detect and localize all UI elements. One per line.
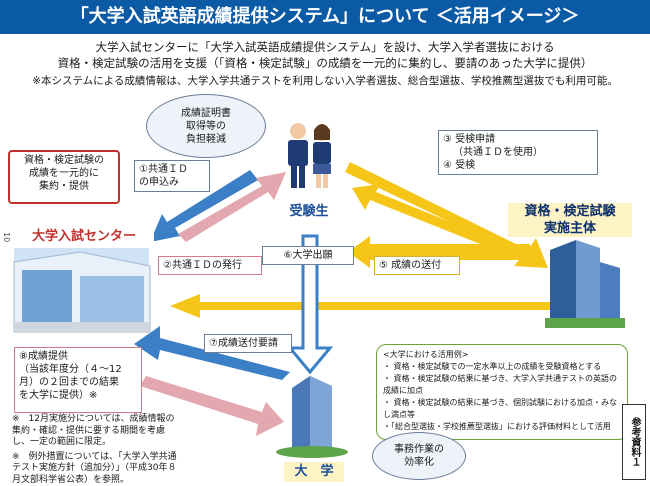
university-building [276,376,348,458]
university-label: 大 学 [284,462,344,482]
step5-label: ⑤ 成績の送付 [374,256,460,275]
step3-4-label: ③ 受検申請 （共通ＩＤを使用） ④ 受検 [438,130,598,175]
step8-box: ⑧成績提供 （当該年度分（４～12 月）の２回までの結果 を大学に提供）※ [14,347,142,413]
usage-item: ・ 資格・検定試験での一定水準以上の成績を受験資格とする [383,361,621,373]
usage-heading: <大学における活用例> [383,349,621,361]
usage-examples-box: <大学における活用例> ・ 資格・検定試験での一定水準以上の成績を受験資格とする… [376,344,628,440]
center-label: 大学入試センター [14,226,154,248]
step6-label: ⑥大学出願 [262,246,354,265]
yellow-arrow-5-center [170,294,560,318]
step2-label: ②共通ＩＤの発行 [158,256,262,275]
bubble-efficiency: 事務作業の 効率化 [372,432,466,480]
testing-body-building [545,240,625,328]
footnote-2: ※ 例外措置については、「大学入学共通テスト実施方針（追加分）」（平成30年８月… [12,452,180,486]
examinee-label: 受験生 [278,201,340,223]
usage-item: ・ 資格・検定試験の結果に基づき、大学入学共通テストの英語の成績に加点 [383,373,621,397]
footnotes: ※ 12月実施分については、成績情報の集約・確認・提供に要する期間を考慮し、一定… [12,414,180,486]
center-building [14,248,150,332]
examinee-figures [288,123,331,188]
step1-label: ①共通ＩＤ の申込み [134,160,210,192]
bubble-burden-reduction: 成績証明書 取得等の 負担軽減 [146,94,266,158]
reference-tag: 参考資料１ [622,404,646,480]
testing-body-label: 資格・検定試験 実施主体 [508,203,632,237]
step7-label: ⑦成績送付要請 [204,334,292,353]
usage-item: ・ 資格・検定試験の結果に基づき、個別試験における加点・みなし満点等 [383,397,621,421]
footnote-1: ※ 12月実施分については、成績情報の集約・確認・提供に要する期間を考慮し、一定… [12,414,180,449]
red-box-aggregation: 資格・検定試験の 成績を一元的に 集約・提供 [8,150,120,204]
